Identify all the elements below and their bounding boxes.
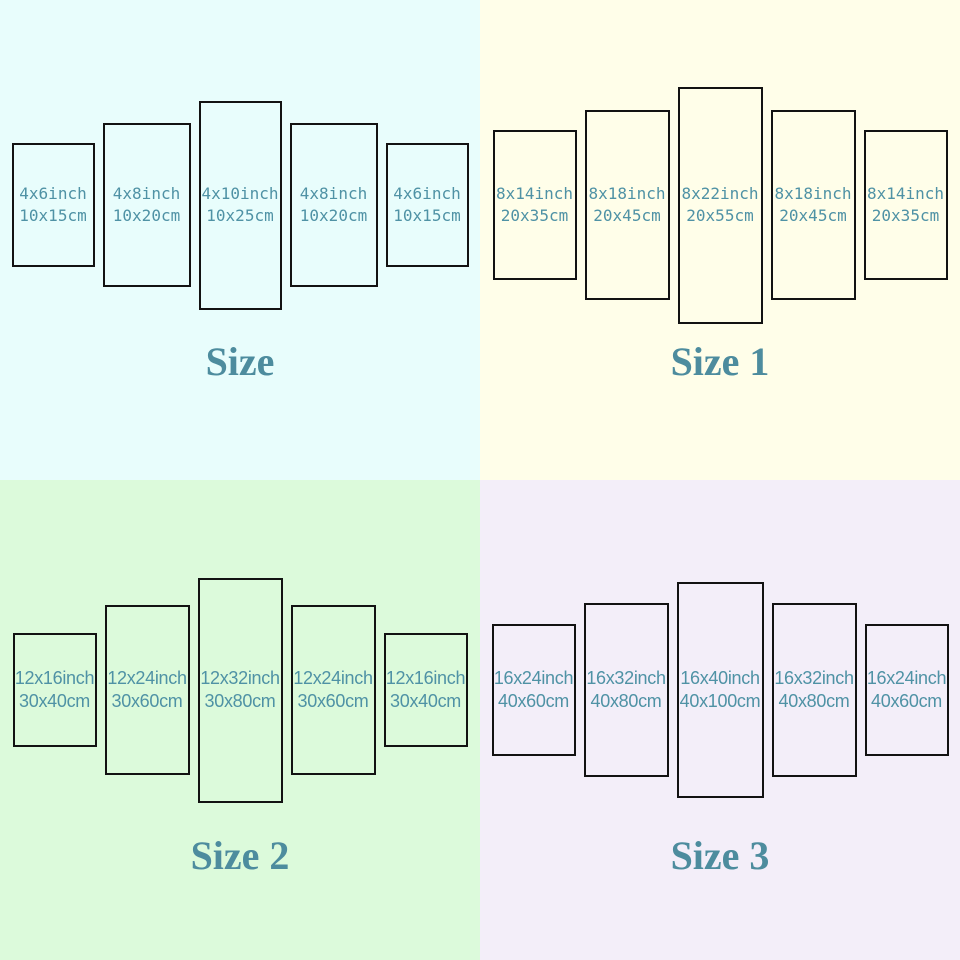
quadrant-title: Size — [205, 339, 275, 384]
panel-size-cm: 40x60cm — [871, 691, 942, 711]
panel-size-cm: 40x60cm — [498, 691, 569, 711]
canvas-panel: 16x32inch 40x80cm — [771, 603, 857, 777]
panel-size-inch: 12x16inch — [385, 668, 466, 688]
canvas-panel: 12x16inch 30x40cm — [383, 633, 468, 747]
panel-size-inch: 16x24inch — [493, 668, 574, 688]
panel-size-cm: 10x25cm — [206, 206, 274, 225]
panel-size-inch: 4x6inch — [19, 184, 87, 203]
panel-size-cm: 30x60cm — [111, 691, 183, 711]
panel-size-cm: 10x15cm — [19, 206, 87, 225]
canvas-panel: 16x32inch 40x80cm — [583, 603, 669, 777]
quadrant-size-1: 8x14inch 20x35cm 8x18inch 20x45cm 8x22in… — [480, 0, 960, 480]
panel-size-cm: 30x40cm — [19, 691, 90, 711]
panel-size-inch: 16x24inch — [866, 668, 947, 688]
panel-size-inch: 16x40inch — [680, 668, 760, 688]
panel-size-inch: 16x32inch — [774, 668, 854, 688]
panel-size-cm: 10x15cm — [393, 206, 461, 225]
canvas-panel: 4x8inch 10x20cm — [289, 123, 378, 287]
canvas-panel: 12x24inch 30x60cm — [104, 605, 190, 775]
panel-row: 16x24inch 40x60cm 16x32inch 40x80cm 16x4… — [480, 480, 960, 900]
panel-size-cm: 40x80cm — [590, 691, 662, 711]
canvas-panel: 12x16inch 30x40cm — [12, 633, 97, 747]
panel-size-inch: 8x22inch — [681, 184, 759, 203]
quadrant-title: Size 3 — [670, 833, 770, 878]
panel-size-cm: 30x60cm — [297, 691, 369, 711]
panel-size-cm: 20x35cm — [871, 206, 940, 225]
panel-size-inch: 12x24inch — [293, 668, 373, 688]
panel-size-inch: 12x32inch — [200, 668, 280, 688]
panel-size-cm: 40x100cm — [679, 691, 761, 711]
quadrant-title: Size 1 — [670, 339, 770, 384]
panel-row: 12x16inch 30x40cm 12x24inch 30x60cm 12x3… — [0, 480, 480, 900]
canvas-panel: 8x14inch 20x35cm — [492, 130, 577, 280]
canvas-panel: 4x8inch 10x20cm — [102, 123, 191, 287]
quadrant-size: 4x6inch 10x15cm 4x8inch 10x20cm 4x10inch… — [0, 0, 480, 480]
panel-size-cm: 20x45cm — [593, 206, 661, 225]
panel-size-cm: 20x45cm — [779, 206, 847, 225]
canvas-panel: 4x6inch 10x15cm — [11, 143, 95, 267]
panel-size-inch: 16x32inch — [586, 668, 666, 688]
canvas-panel: 4x10inch 10x25cm — [198, 100, 282, 310]
canvas-panel: 12x24inch 30x60cm — [290, 605, 376, 775]
panel-size-inch: 8x18inch — [588, 184, 666, 203]
canvas-panel: 16x24inch 40x60cm — [864, 624, 949, 756]
panel-row: 8x14inch 20x35cm 8x18inch 20x45cm 8x22in… — [480, 0, 960, 410]
panel-size-inch: 12x16inch — [14, 668, 95, 688]
panel-size-inch: 4x8inch — [112, 184, 181, 203]
panel-size-inch: 8x14inch — [495, 184, 574, 203]
panel-size-cm: 10x20cm — [299, 206, 368, 225]
panel-size-cm: 30x80cm — [204, 691, 276, 711]
canvas-panel: 4x6inch 10x15cm — [385, 143, 469, 267]
canvas-panel: 8x18inch 20x45cm — [770, 110, 856, 300]
panel-size-inch: 12x24inch — [107, 668, 187, 688]
canvas-panel: 16x40inch 40x100cm — [676, 582, 764, 798]
panel-size-inch: 4x10inch — [201, 184, 279, 203]
panel-size-inch: 8x14inch — [866, 184, 945, 203]
panel-size-cm: 40x80cm — [778, 691, 850, 711]
panel-size-inch: 4x6inch — [393, 184, 461, 203]
quadrant-size-2: 12x16inch 30x40cm 12x24inch 30x60cm 12x3… — [0, 480, 480, 960]
panel-size-cm: 20x35cm — [500, 206, 569, 225]
panel-size-cm: 10x20cm — [112, 206, 181, 225]
quadrant-title: Size 2 — [190, 833, 290, 878]
canvas-panel: 12x32inch 30x80cm — [197, 577, 283, 803]
panel-size-cm: 20x55cm — [686, 206, 754, 225]
canvas-panel: 8x14inch 20x35cm — [863, 130, 948, 280]
panel-row: 4x6inch 10x15cm 4x8inch 10x20cm 4x10inch… — [0, 0, 480, 410]
canvas-panel: 8x18inch 20x45cm — [584, 110, 670, 300]
canvas-panel: 16x24inch 40x60cm — [491, 624, 576, 756]
quadrant-size-3: 16x24inch 40x60cm 16x32inch 40x80cm 16x4… — [480, 480, 960, 960]
panel-size-inch: 4x8inch — [299, 184, 368, 203]
panel-size-cm: 30x40cm — [390, 691, 461, 711]
panel-size-inch: 8x18inch — [774, 184, 852, 203]
canvas-panel: 8x22inch 20x55cm — [677, 86, 763, 324]
